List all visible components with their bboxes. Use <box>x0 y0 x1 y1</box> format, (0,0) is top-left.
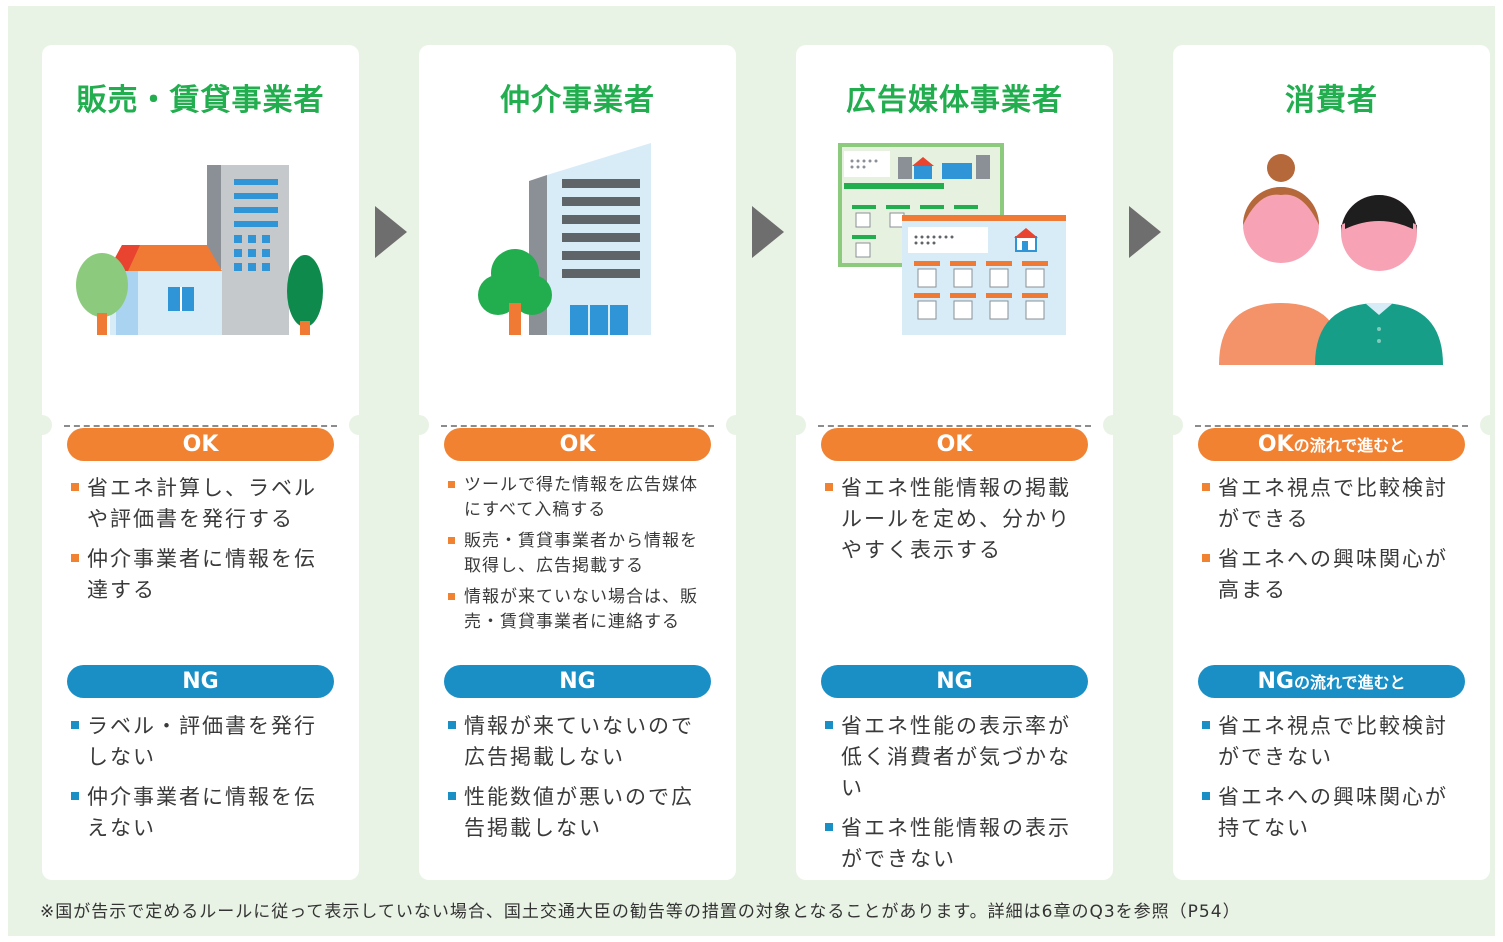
ng-badge: NG <box>444 665 711 698</box>
footnote: ※国が告示で定めるルールに従って表示していない場合、国土交通大臣の勧告等の措置の… <box>40 902 1241 922</box>
list-item: 省エネ計算し、ラベルや評価書を発行する <box>67 473 337 535</box>
card-notch <box>1480 415 1490 435</box>
ok-flow-badge: OKの流れで進むと <box>1198 428 1465 461</box>
dashed-divider <box>64 425 337 427</box>
list-item: 販売・賃貸事業者から情報を取得し、広告掲載する <box>444 529 714 579</box>
list-item: 仲介事業者に情報を伝達する <box>67 544 337 606</box>
ng-list: ラベル・評価書を発行しない 仲介事業者に情報を伝えない <box>67 711 337 853</box>
list-item: 仲介事業者に情報を伝えない <box>67 782 337 844</box>
list-item: 情報が来ていない場合は、販売・賃貸事業者に連絡する <box>444 585 714 635</box>
list-item: 省エネへの興味関心が高まる <box>1198 544 1468 606</box>
list-item: 省エネ性能情報の掲載ルールを定め、分かりやすく表示する <box>821 473 1091 566</box>
ok-list: 省エネ性能情報の掲載ルールを定め、分かりやすく表示する <box>821 473 1091 575</box>
office-building-illustration <box>478 143 651 335</box>
ok-badge: OK <box>67 428 334 461</box>
list-item: 省エネへの興味関心が持てない <box>1198 782 1468 844</box>
card-title: 仲介事業者 <box>500 83 655 118</box>
ok-badge-suffix: の流れで進むと <box>1293 436 1406 455</box>
card-notch <box>1103 415 1113 435</box>
property-listing-pages-illustration <box>838 143 1066 335</box>
card-title: 消費者 <box>1285 83 1378 118</box>
ng-badge-label: NG <box>1257 669 1294 694</box>
ng-list: 情報が来ていないので広告掲載しない 性能数値が悪いので広告掲載しない <box>444 711 714 853</box>
flow-arrow-icon <box>375 206 407 258</box>
list-item: ラベル・評価書を発行しない <box>67 711 337 773</box>
dashed-divider <box>1195 425 1468 427</box>
ok-list: ツールで得た情報を広告媒体にすべて入稿する 販売・賃貸事業者から情報を取得し、広… <box>444 473 714 641</box>
ok-list: 省エネ視点で比較検討ができる 省エネへの興味関心が高まる <box>1198 473 1468 615</box>
card-notch <box>1173 415 1183 435</box>
card-notch <box>42 415 52 435</box>
card-notch <box>726 415 736 435</box>
card-broker: 仲介事業者 OK ツールで得た情報を広告媒体にすべて入稿する 販売・賃貸事業者か… <box>419 45 736 880</box>
list-item: 省エネ性能情報の表示ができない <box>821 813 1091 875</box>
ng-list: 省エネ性能の表示率が低く消費者が気づかない 省エネ性能情報の表示ができない <box>821 711 1091 880</box>
card-notch <box>796 415 806 435</box>
building-house-trees-illustration <box>76 165 323 335</box>
card-notch <box>419 415 429 435</box>
list-item: 省エネ視点で比較検討ができない <box>1198 711 1468 773</box>
ng-list: 省エネ視点で比較検討ができない 省エネへの興味関心が持てない <box>1198 711 1468 853</box>
list-item: 省エネ性能の表示率が低く消費者が気づかない <box>821 711 1091 804</box>
card-seller-lessor: 販売・賃貸事業者 OK 省エネ計算し、ラベルや評価書を発行する 仲介事業者に情報… <box>42 45 359 880</box>
ng-flow-badge: NGの流れで進むと <box>1198 665 1465 698</box>
ng-badge: NG <box>67 665 334 698</box>
dashed-divider <box>441 425 714 427</box>
list-item: 情報が来ていないので広告掲載しない <box>444 711 714 773</box>
consumers-couple-illustration <box>1219 154 1443 365</box>
ng-badge-suffix: の流れで進むと <box>1293 673 1406 692</box>
list-item: 省エネ視点で比較検討ができる <box>1198 473 1468 535</box>
card-notch <box>349 415 359 435</box>
list-item: ツールで得た情報を広告媒体にすべて入稿する <box>444 473 714 523</box>
card-title: 販売・賃貸事業者 <box>76 83 325 118</box>
ng-badge: NG <box>821 665 1088 698</box>
ok-badge: OK <box>444 428 711 461</box>
ok-badge: OK <box>821 428 1088 461</box>
dashed-divider <box>818 425 1091 427</box>
flow-arrow-icon <box>1129 206 1161 258</box>
ok-badge-label: OK <box>1257 432 1294 457</box>
ok-list: 省エネ計算し、ラベルや評価書を発行する 仲介事業者に情報を伝達する <box>67 473 337 615</box>
card-title: 広告媒体事業者 <box>846 83 1063 118</box>
list-item: 性能数値が悪いので広告掲載しない <box>444 782 714 844</box>
flow-arrow-icon <box>752 206 784 258</box>
card-consumer: 消費者 OKの流れで進むと 省エネ視点で比較検討ができる 省エネへの興味関心が高… <box>1173 45 1490 880</box>
card-ad-media: 広告媒体事業者 OK 省エネ性能情報の掲載ルールを定め、分かりやすく表示する N… <box>796 45 1113 880</box>
